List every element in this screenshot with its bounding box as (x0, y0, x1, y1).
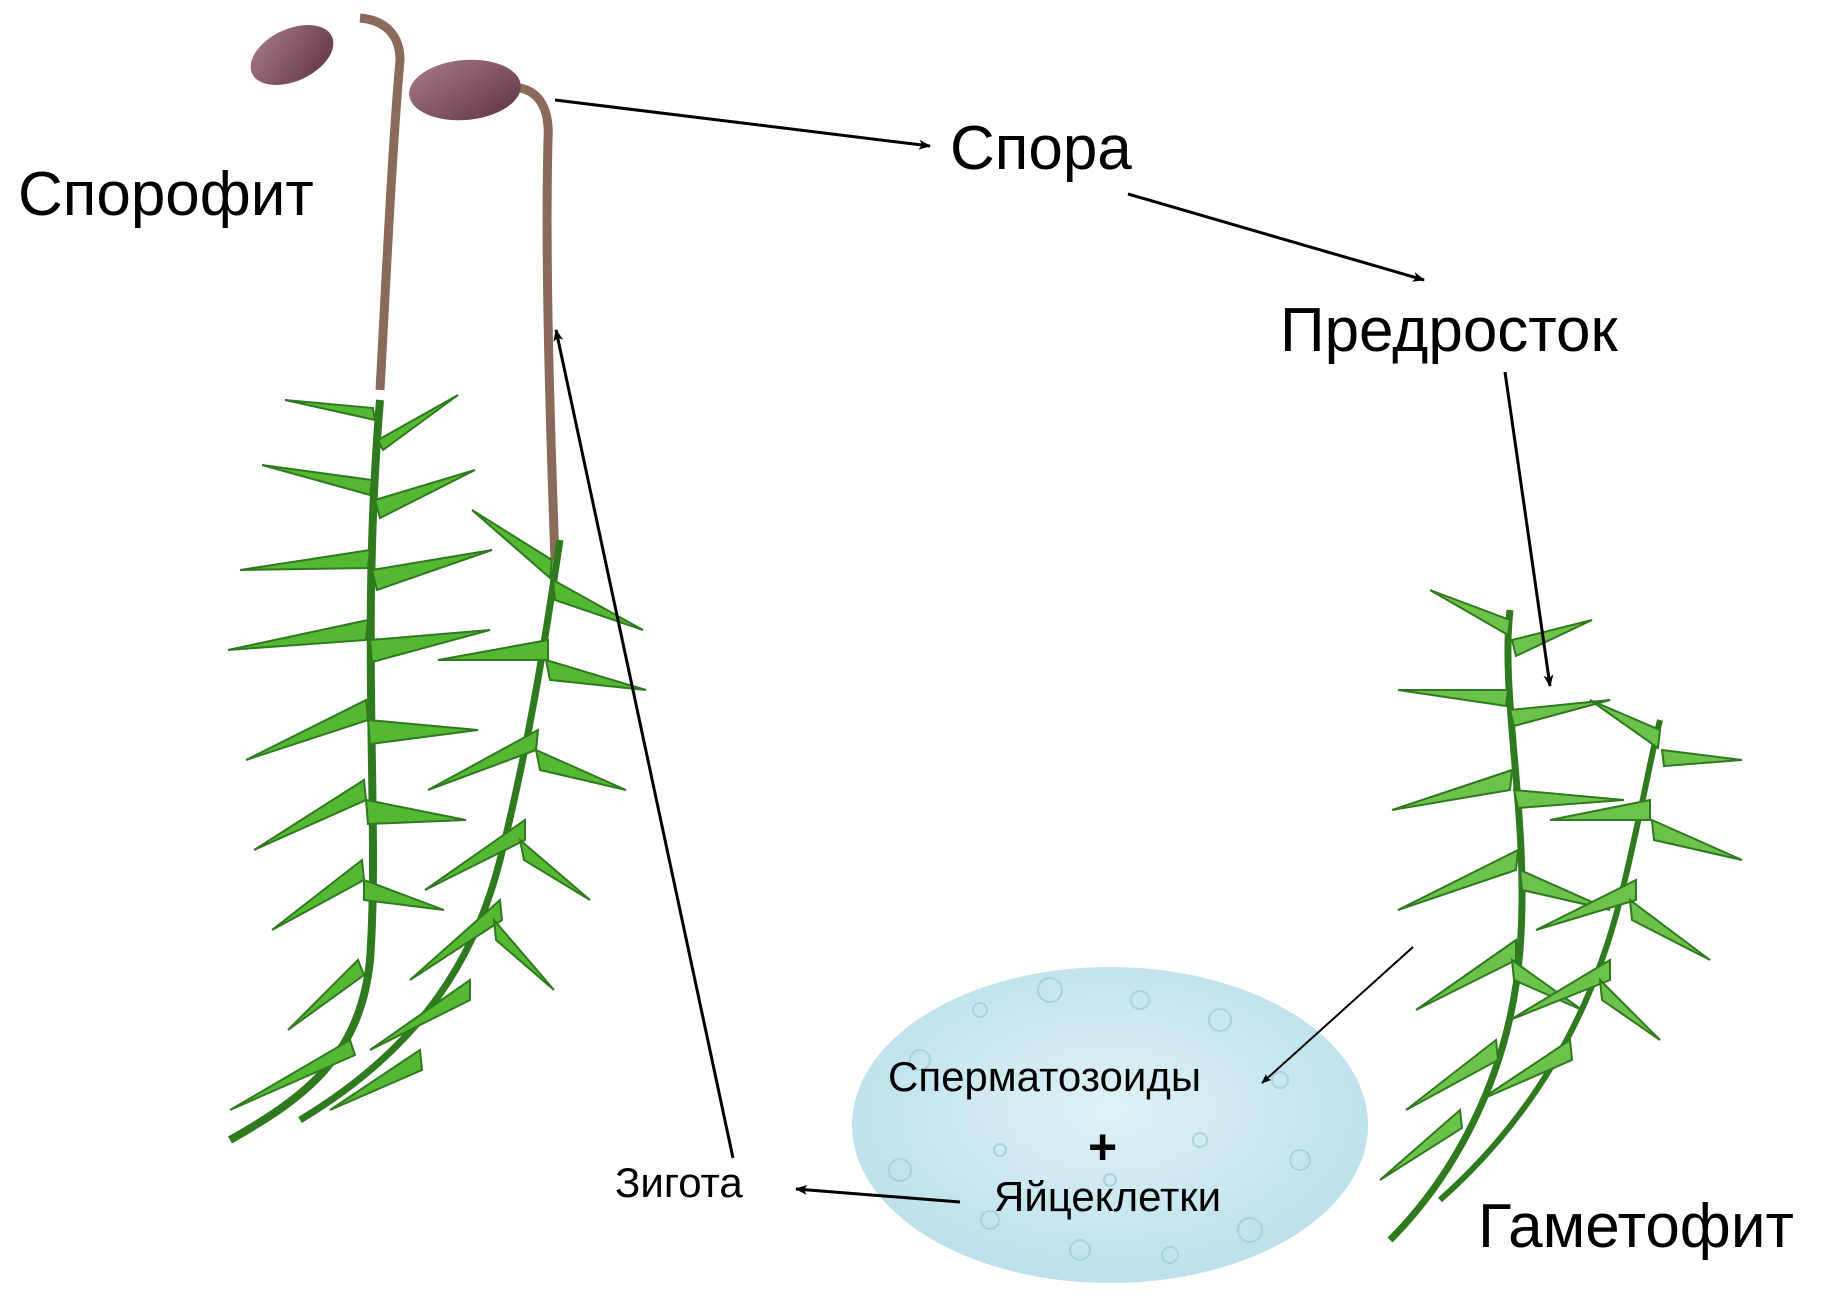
gametophyte-plant-illustration (1380, 590, 1742, 1240)
label-sporophyte: Спорофит (18, 164, 314, 226)
label-plus: + (1088, 1122, 1117, 1172)
label-eggs: Яйцеклетки (994, 1176, 1221, 1218)
label-protonema: Предросток (1280, 300, 1618, 362)
sporophyte-stalk-right (520, 88, 555, 560)
sporophyte-stalk-left (360, 18, 400, 390)
label-spore: Спора (950, 118, 1132, 180)
spore-capsule-right (407, 55, 524, 125)
label-zygote: Зигота (615, 1162, 743, 1204)
spore-capsule-left (241, 13, 343, 97)
leafy-stem-main (230, 400, 380, 1140)
label-sperm: Сперматозоиды (888, 1056, 1201, 1098)
gametophyte-leaves (1380, 590, 1742, 1180)
arrow-zygote-to-sporophyte (556, 330, 733, 1158)
arrow-spore-to-protonema (1128, 194, 1424, 280)
arrow-sporophyte-to-spore (555, 100, 930, 146)
sporophyte-leaves (228, 395, 646, 1110)
label-gametophyte: Гаметофит (1478, 1196, 1794, 1258)
